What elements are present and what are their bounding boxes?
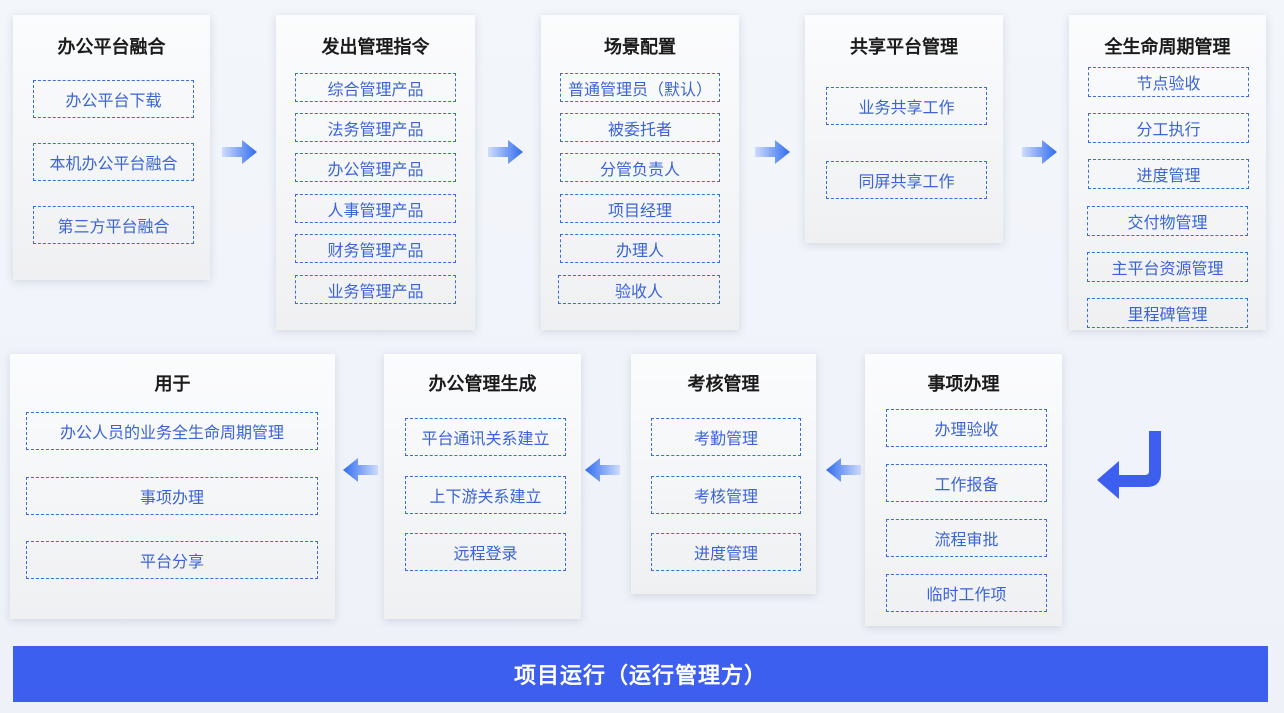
item-box: 工作报备 <box>886 464 1047 502</box>
item-box: 人事管理产品 <box>295 194 456 223</box>
item-box: 被委托者 <box>560 113 720 142</box>
item-box: 业务共享工作 <box>826 87 987 125</box>
card-title: 考核管理 <box>687 374 760 395</box>
stage-card-assessment-management: 考核管理 考勤管理 考核管理 进度管理 <box>631 354 816 594</box>
stage-card-scenario-configuration: 场景配置 普通管理员（默认） 被委托者 分管负责人 项目经理 办理人 验收人 <box>541 15 739 330</box>
item-box: 节点验收 <box>1088 67 1249 97</box>
item-box: 办公平台下载 <box>33 80 194 118</box>
stage-card-issue-management-instructions: 发出管理指令 综合管理产品 法务管理产品 办公管理产品 人事管理产品 财务管理产… <box>276 15 475 330</box>
card-title: 发出管理指令 <box>321 37 430 58</box>
card-title: 全生命周期管理 <box>1104 37 1231 58</box>
item-box: 进度管理 <box>651 533 801 571</box>
item-box: 平台通讯关系建立 <box>405 418 566 456</box>
stage-card-full-lifecycle-management: 全生命周期管理 节点验收 分工执行 进度管理 交付物管理 主平台资源管理 里程碑… <box>1069 15 1266 330</box>
stage-card-office-platform-integration: 办公平台融合 办公平台下载 本机办公平台融合 第三方平台融合 <box>13 15 210 280</box>
item-box: 综合管理产品 <box>295 73 456 102</box>
item-box: 远程登录 <box>405 533 566 571</box>
item-box: 业务管理产品 <box>295 275 456 304</box>
right-arrow-icon <box>488 139 524 165</box>
item-box: 项目经理 <box>560 194 720 223</box>
item-box: 验收人 <box>558 275 720 304</box>
item-box: 第三方平台融合 <box>33 206 194 244</box>
stage-card-used-for: 用于 办公人员的业务全生命周期管理 事项办理 平台分享 <box>10 354 335 619</box>
item-box: 普通管理员（默认） <box>560 73 720 102</box>
card-title: 用于 <box>154 374 191 395</box>
item-box: 上下游关系建立 <box>405 476 566 514</box>
card-title: 办公管理生成 <box>428 374 537 395</box>
right-arrow-icon <box>222 139 258 165</box>
item-box: 分管负责人 <box>560 153 720 182</box>
item-box: 平台分享 <box>26 541 318 579</box>
item-box: 里程碑管理 <box>1087 298 1248 328</box>
right-arrow-icon <box>755 139 791 165</box>
right-arrow-icon <box>1022 139 1058 165</box>
item-box: 考勤管理 <box>651 418 801 456</box>
left-arrow-icon <box>584 457 620 483</box>
stage-card-shared-platform-management: 共享平台管理 业务共享工作 同屏共享工作 <box>805 15 1003 243</box>
card-title: 办公平台融合 <box>57 37 166 58</box>
item-box: 临时工作项 <box>886 574 1047 612</box>
item-box: 法务管理产品 <box>295 113 456 142</box>
item-box: 考核管理 <box>651 476 801 514</box>
item-box: 同屏共享工作 <box>826 161 987 199</box>
item-box: 办理人 <box>560 234 720 263</box>
item-box: 办理验收 <box>886 409 1047 447</box>
card-title: 场景配置 <box>604 37 676 58</box>
item-box: 办公人员的业务全生命周期管理 <box>26 412 318 450</box>
item-box: 财务管理产品 <box>295 234 456 263</box>
item-box: 办公管理产品 <box>295 153 456 182</box>
item-box: 主平台资源管理 <box>1087 252 1248 282</box>
card-title: 事项办理 <box>927 374 1000 395</box>
card-title: 共享平台管理 <box>850 37 958 58</box>
item-box: 分工执行 <box>1088 113 1249 143</box>
item-box: 本机办公平台融合 <box>33 143 194 181</box>
project-operation-banner: 项目运行（运行管理方） <box>13 646 1268 702</box>
stage-card-matter-handling: 事项办理 办理验收 工作报备 流程审批 临时工作项 <box>865 354 1062 626</box>
left-arrow-icon <box>342 457 378 483</box>
item-box: 事项办理 <box>26 477 318 515</box>
stage-card-office-management-generation: 办公管理生成 平台通讯关系建立 上下游关系建立 远程登录 <box>384 354 581 619</box>
item-box: 流程审批 <box>886 519 1047 557</box>
turn-down-left-arrow-icon <box>1093 429 1165 501</box>
left-arrow-icon <box>825 457 861 483</box>
item-box: 进度管理 <box>1088 159 1249 189</box>
item-box: 交付物管理 <box>1087 206 1248 236</box>
